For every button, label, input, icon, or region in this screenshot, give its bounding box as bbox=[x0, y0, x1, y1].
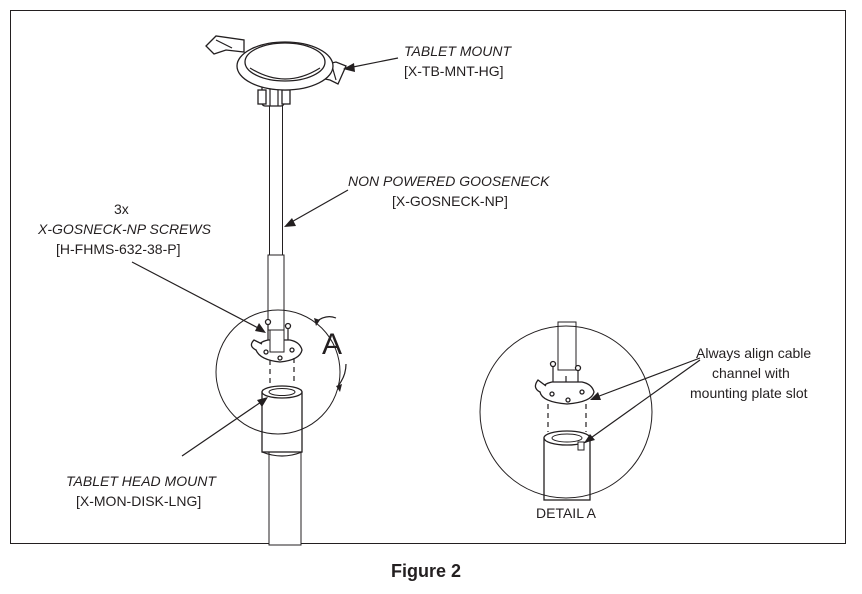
tablet-mount-label: TABLET MOUNT bbox=[404, 43, 513, 59]
head-mount-label: TABLET HEAD MOUNT bbox=[66, 473, 217, 489]
align-note-line-3: mounting plate slot bbox=[690, 385, 808, 401]
align-note-line-1: Always align cable bbox=[696, 345, 811, 361]
mounting-plate bbox=[250, 318, 303, 363]
align-note-line-2: channel with bbox=[712, 365, 790, 381]
figure-caption: Figure 2 bbox=[391, 561, 461, 581]
screws-quantity: 3x bbox=[114, 201, 129, 217]
gooseneck-part-number: [X-GOSNECK-NP] bbox=[392, 193, 508, 209]
tablet-head-mount-part bbox=[261, 385, 303, 457]
screws-part-number: [H-FHMS-632-38-P] bbox=[56, 241, 180, 257]
detail-circle-main bbox=[215, 309, 341, 435]
tablet-mount-part-number: [X-TB-MNT-HG] bbox=[404, 63, 504, 79]
gooseneck-label: NON POWERED GOOSENECK bbox=[348, 173, 550, 189]
screws-label: X-GOSNECK-NP SCREWS bbox=[37, 221, 212, 237]
detail-circle-a bbox=[479, 325, 653, 499]
detail-a-view bbox=[534, 321, 595, 501]
figure-frame bbox=[10, 10, 846, 544]
detail-letter: A bbox=[322, 328, 342, 361]
detail-a-caption: DETAIL A bbox=[536, 505, 597, 521]
tablet-mount-part bbox=[205, 35, 347, 107]
head-mount-part-number: [X-MON-DISK-LNG] bbox=[76, 493, 201, 509]
gooseneck-pole bbox=[267, 104, 302, 546]
leader-lines bbox=[131, 57, 701, 457]
